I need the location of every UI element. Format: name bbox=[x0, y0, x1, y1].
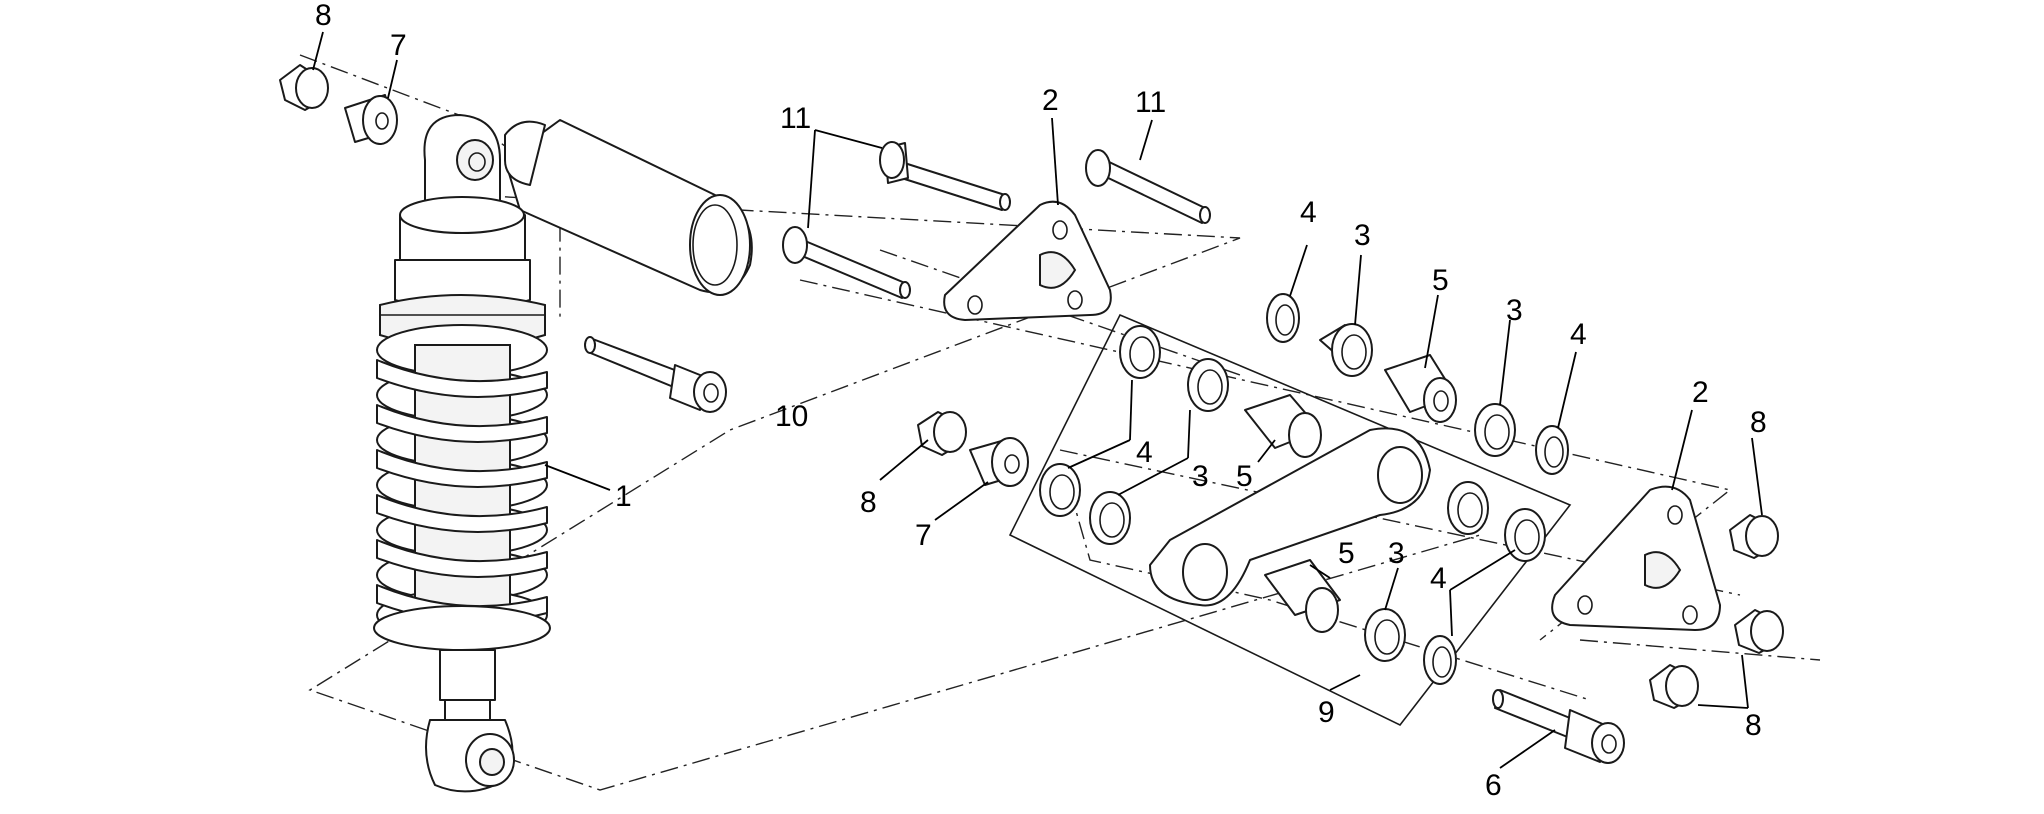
label-2-right: 2 bbox=[1692, 376, 1709, 409]
collar-bushing-top bbox=[344, 94, 398, 145]
link-plate-right bbox=[1551, 485, 1721, 631]
label-3-lower: 3 bbox=[1388, 537, 1405, 570]
nut-top bbox=[279, 64, 329, 111]
label-10: 10 bbox=[775, 400, 808, 433]
label-8-right-lower: 8 bbox=[1745, 709, 1762, 742]
label-5-middle: 5 bbox=[1236, 460, 1253, 493]
label-4-middle: 4 bbox=[1136, 436, 1153, 469]
label-7-top: 7 bbox=[390, 29, 407, 62]
label-3-upper-right: 3 bbox=[1506, 294, 1523, 327]
kit-box-9 bbox=[1008, 313, 1572, 727]
label-4-upper-left: 4 bbox=[1300, 196, 1317, 229]
label-7-middle: 7 bbox=[915, 519, 932, 552]
label-5-lower: 5 bbox=[1338, 537, 1355, 570]
bolt-11-upper bbox=[879, 141, 1011, 211]
label-11-right: 11 bbox=[1135, 86, 1166, 119]
label-8-top: 8 bbox=[315, 0, 332, 32]
label-4-upper-right: 4 bbox=[1570, 318, 1587, 351]
label-3-upper-left: 3 bbox=[1354, 219, 1371, 252]
shock-absorber bbox=[373, 114, 753, 793]
bolt-11-lower bbox=[782, 226, 911, 299]
label-3-middle: 3 bbox=[1192, 460, 1209, 493]
label-2-left: 2 bbox=[1042, 84, 1059, 117]
bolt-11-right bbox=[1085, 149, 1211, 224]
label-8-right-upper: 8 bbox=[1750, 406, 1767, 439]
nut-right-lower bbox=[1649, 664, 1699, 709]
callout-labels: 1 2 2 3 3 3 3 4 4 4 4 5 5 5 6 7 7 8 8 8 … bbox=[315, 0, 1767, 802]
nut-right-middle bbox=[1734, 609, 1784, 654]
bolt-10 bbox=[584, 336, 727, 413]
label-4-lower: 4 bbox=[1430, 562, 1447, 595]
collar-bushing-middle bbox=[969, 437, 1029, 487]
label-9: 9 bbox=[1318, 696, 1335, 729]
label-1: 1 bbox=[615, 480, 632, 513]
label-8-middle: 8 bbox=[860, 486, 877, 519]
label-6: 6 bbox=[1485, 769, 1502, 802]
nut-middle bbox=[917, 411, 967, 456]
leader-lines bbox=[312, 31, 1763, 769]
bolt-6 bbox=[1492, 689, 1625, 764]
link-plate-left bbox=[943, 200, 1112, 321]
label-5-upper: 5 bbox=[1432, 264, 1449, 297]
upper-row-parts bbox=[1266, 293, 1569, 475]
nut-right-upper bbox=[1729, 514, 1779, 559]
label-11-left: 11 bbox=[780, 102, 811, 135]
